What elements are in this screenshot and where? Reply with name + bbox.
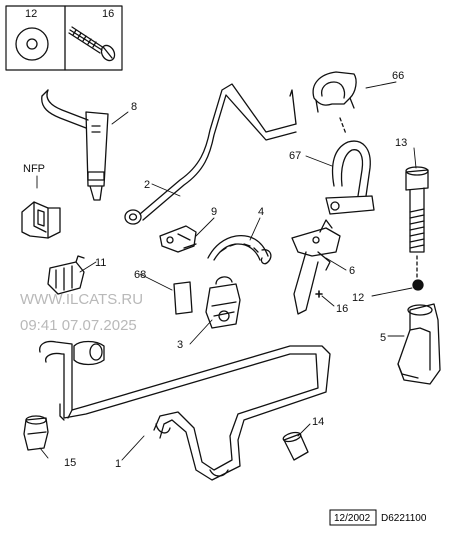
label-11: 11 <box>95 257 106 269</box>
footer-reference: 12/2002 D6221100 <box>329 509 427 526</box>
watermark-line-2: 09:41 07.07.2025 <box>20 317 137 334</box>
washer-icon <box>15 27 49 61</box>
part-1-anti-roll-bar <box>39 340 331 481</box>
label-12-inset: 12 <box>25 8 37 20</box>
part-15-bush <box>23 415 49 451</box>
label-2: 2 <box>144 179 150 191</box>
label-1: 1 <box>115 458 121 470</box>
rod-end-tube <box>73 340 105 366</box>
part-2-link-rod <box>124 83 297 225</box>
part-3-bush <box>205 276 241 329</box>
inset-box <box>5 5 123 71</box>
part-8-support <box>41 89 109 201</box>
part-68-pad <box>173 281 193 315</box>
label-5: 5 <box>380 332 386 344</box>
screw-icon <box>68 26 116 62</box>
label-66: 66 <box>392 70 404 82</box>
label-12: 12 <box>352 292 364 304</box>
part-14-bush <box>282 431 309 461</box>
part-6-bracket <box>291 219 341 315</box>
label-16-inset: 16 <box>102 8 114 20</box>
label-8: 8 <box>131 101 137 113</box>
label-67: 67 <box>289 150 301 162</box>
part-16-screw-marker <box>315 290 323 298</box>
part-66-clamp <box>312 71 357 113</box>
part-4-spring-clip <box>207 234 272 265</box>
leader-lines <box>36 81 417 461</box>
part-9-bracket <box>159 225 197 253</box>
part-11-clip <box>47 255 85 295</box>
label-16: 16 <box>336 303 348 315</box>
callout-labels: 12 16 8 2 NFP 9 4 66 67 13 6 68 11 16 12… <box>23 8 407 470</box>
label-4: 4 <box>258 206 264 218</box>
footer-code: D6221100 <box>381 513 427 524</box>
part-12-washer <box>412 279 424 291</box>
part-67-shackle <box>325 117 375 215</box>
label-3: 3 <box>177 339 183 351</box>
label-68: 68 <box>134 269 146 281</box>
label-14: 14 <box>312 416 324 428</box>
label-6: 6 <box>349 265 355 277</box>
footer-date: 12/2002 <box>334 513 371 524</box>
watermark: WWW.ILCATS.RU 09:41 07.07.2025 <box>20 291 143 334</box>
label-13: 13 <box>395 137 407 149</box>
part-5-mount <box>397 303 441 385</box>
label-nfp: NFP <box>23 163 45 175</box>
watermark-line-1: WWW.ILCATS.RU <box>20 291 143 308</box>
label-9: 9 <box>211 206 217 218</box>
nfp-clip <box>21 201 61 239</box>
label-15: 15 <box>64 457 76 469</box>
part-13-bolt <box>405 166 429 279</box>
